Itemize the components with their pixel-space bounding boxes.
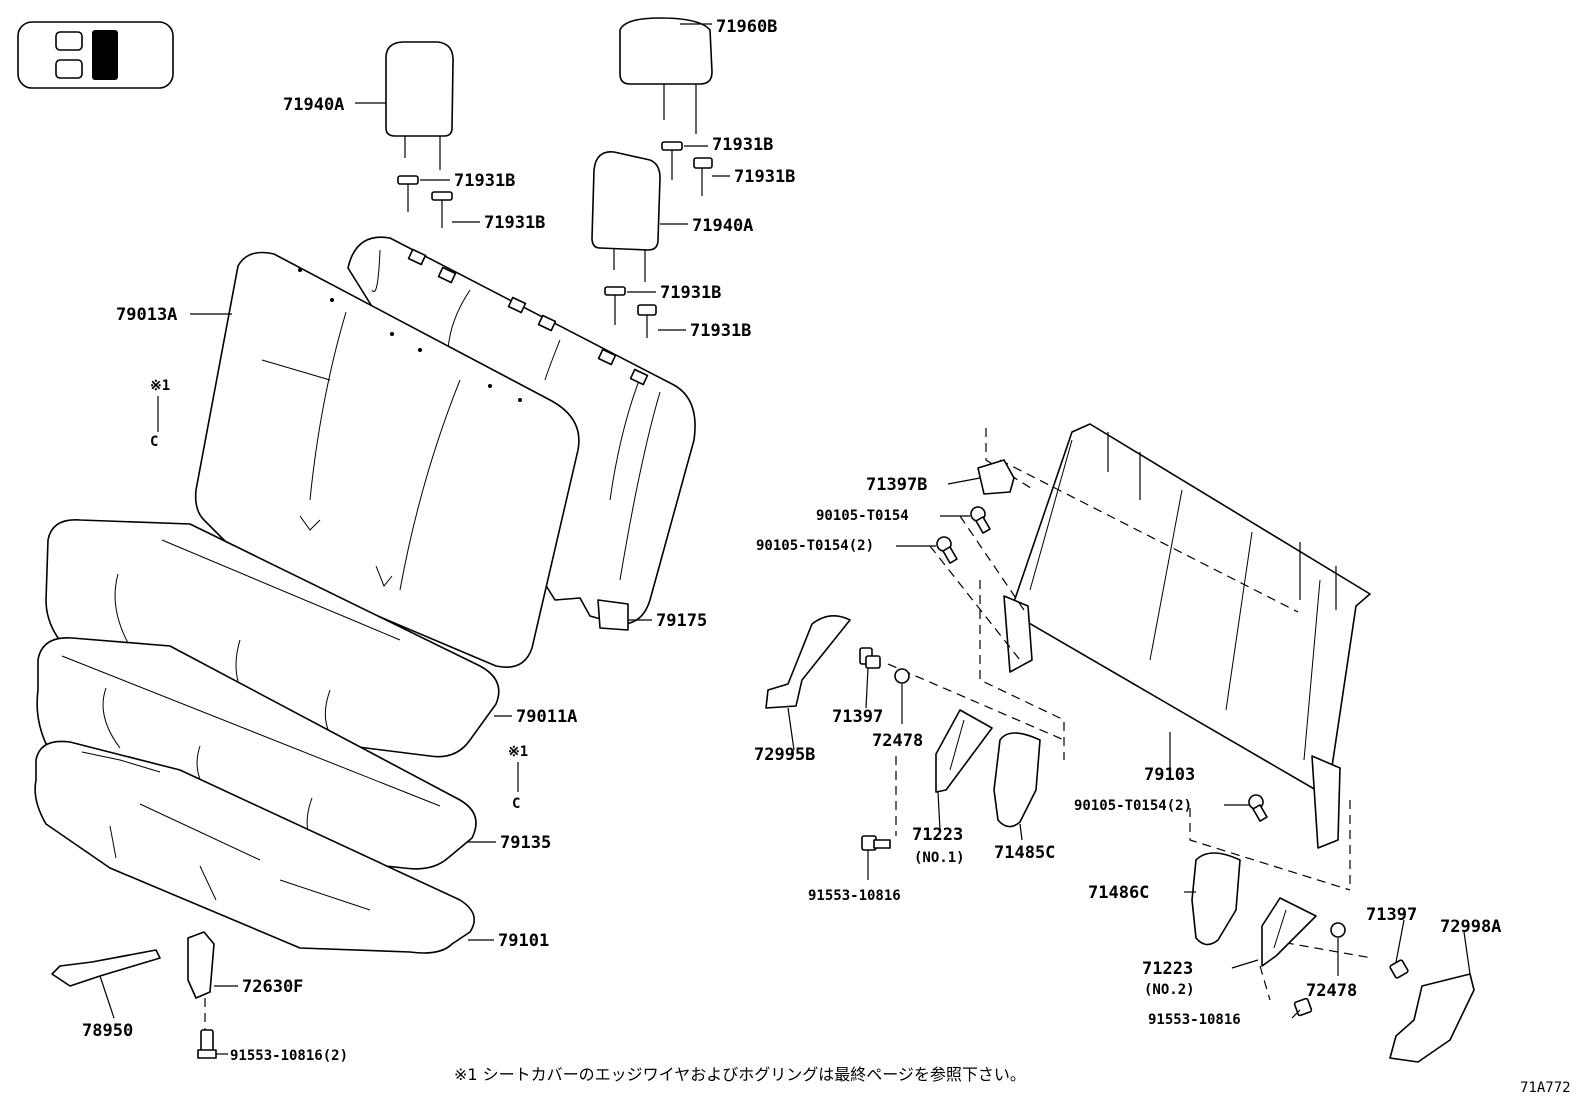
headrest-71940A-right [591,151,661,282]
label-72478-1: 72478 [872,731,923,751]
label-71486C: 71486C [1088,883,1149,903]
seatback-cover-79013A [194,251,580,668]
hog-ring-glyph-1: C [150,434,158,450]
label-79135: 79135 [500,833,551,853]
label-91553-2: 91553-10816(2) [230,1048,348,1064]
bushing-72478-1 [894,668,910,684]
label-71931B-4: 71931B [734,167,795,187]
cover-72998A [1389,973,1475,1063]
cushion-pad-79135 [36,637,477,870]
label-72995B: 72995B [754,745,815,765]
label-71223-no2: 71223 [1142,959,1193,979]
bolts-90105 [936,506,1268,822]
label-71931B-5: 71931B [660,283,721,303]
label-78950: 78950 [82,1021,133,1041]
label-79103: 79103 [1144,765,1195,785]
label-note-mark-2: ※1 [508,744,528,760]
label-79011A: 79011A [516,707,577,727]
bracket-71223-no1 [935,709,993,793]
bushing-71397-2 [1389,959,1409,979]
label-71931B-2: 71931B [484,213,545,233]
label-71397B: 71397B [866,475,927,495]
frame-dashed-guides [887,428,1373,1001]
hog-ring-glyph-2: C [512,796,520,812]
label-71931B-6: 71931B [690,321,751,341]
label-71223-no1-sub: (NO.1) [914,850,965,866]
label-71223-no2-sub: (NO.2) [1144,982,1195,998]
label-79101: 79101 [498,931,549,951]
seat-location-icon [17,21,174,89]
label-91553-a: 91553-10816 [808,888,901,904]
hook-78950 [51,949,161,987]
hinge-cover-71397B [977,459,1015,495]
label-71931B-1: 71931B [454,171,515,191]
leader-lines [99,23,1471,1055]
part-labels: 71960B 71940A 71931B 71931B 71931B 71931… [82,17,1501,1064]
headrest-71940A-left [385,41,454,170]
label-72630F: 72630F [242,977,303,997]
cushion-frame-79101 [34,740,476,954]
label-71397-1: 71397 [832,707,883,727]
bushing-71397-1 [859,647,881,669]
footnote: ※1 シートカバーのエッジワイヤおよびホグリングは最終ページを参照下さい。 [454,1065,1026,1084]
label-71223-no1: 71223 [912,825,963,845]
label-79013A: 79013A [116,305,177,325]
bolt-91553-a [861,835,891,851]
bushing-72478-2 [1330,922,1346,938]
label-90105-a: 90105-T0154 [816,508,909,524]
cover-71485C [993,732,1041,828]
seatback-frame-79103 [1003,423,1371,849]
diagram-id: 71A772 [1520,1080,1571,1096]
bracket-71223-no2 [1261,897,1317,967]
headrest-guides [397,141,713,338]
label-71397-2: 71397 [1366,905,1417,925]
cover-71486C [1191,852,1241,946]
label-72998A: 72998A [1440,917,1501,937]
cover-72995B [765,615,851,709]
label-71940A-right: 71940A [692,216,753,236]
label-71940A-left: 71940A [283,95,344,115]
label-90105-c: 90105-T0154(2) [1074,798,1192,814]
label-79175: 79175 [656,611,707,631]
bracket-72630F [187,931,217,1059]
label-71931B-3: 71931B [712,135,773,155]
label-90105-b: 90105-T0154(2) [756,538,874,554]
label-72478-2: 72478 [1306,981,1357,1001]
label-91553-b: 91553-10816 [1148,1012,1241,1028]
headrest-71960B [619,17,713,134]
label-71485C: 71485C [994,843,1055,863]
label-note-mark-1: ※1 [150,378,170,394]
label-71960B: 71960B [716,17,777,37]
